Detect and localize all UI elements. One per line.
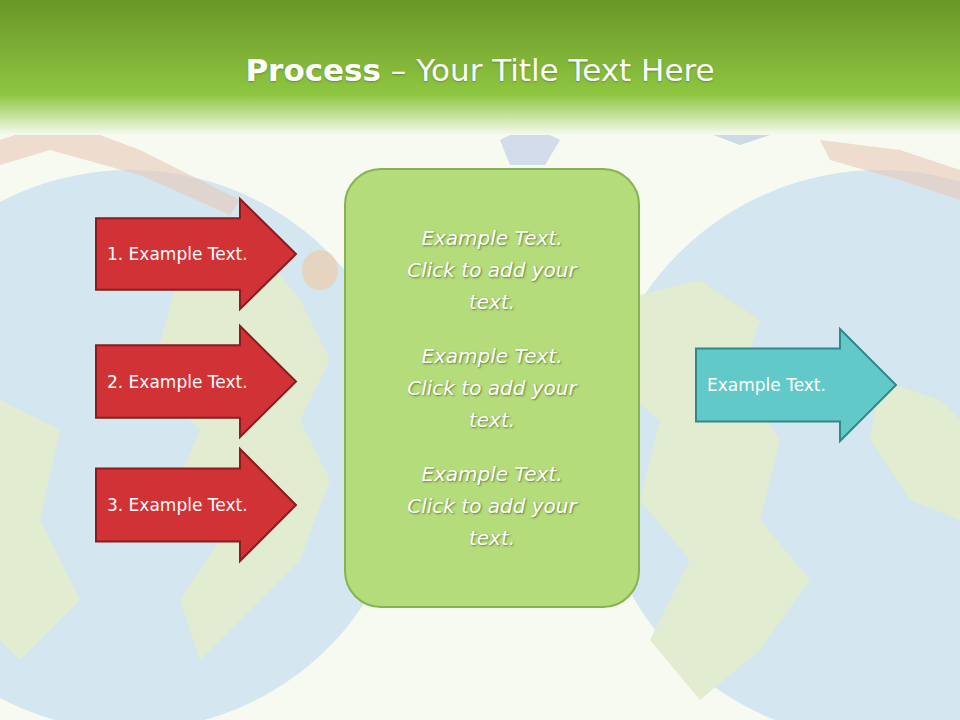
input-arrow: 1. Example Text.: [95, 198, 297, 310]
input-arrow: 3. Example Text.: [95, 448, 297, 562]
arrow-label: 2. Example Text.: [107, 325, 248, 438]
box-text: Example Text. Click to add your text.: [407, 458, 577, 554]
slide-title: Process – Your Title Text Here: [0, 52, 960, 88]
arrow-outline: [96, 326, 296, 437]
input-arrow: 2. Example Text.: [95, 325, 297, 438]
box-text: Example Text. Click to add your text.: [407, 222, 577, 318]
box-text: Example Text. Click to add your text.: [407, 340, 577, 436]
box-outline: [345, 169, 639, 607]
process-box: Example Text. Click to add your text. Exa…: [344, 168, 640, 608]
arrow-label: Example Text.: [707, 328, 826, 442]
arrow-outline: [96, 449, 296, 561]
arrow-outline: [96, 199, 296, 309]
arrow-outline: [696, 329, 896, 441]
arrow-label: 3. Example Text.: [107, 448, 248, 562]
arrow-label: 1. Example Text.: [107, 198, 248, 310]
output-arrow: Example Text.: [695, 328, 897, 442]
